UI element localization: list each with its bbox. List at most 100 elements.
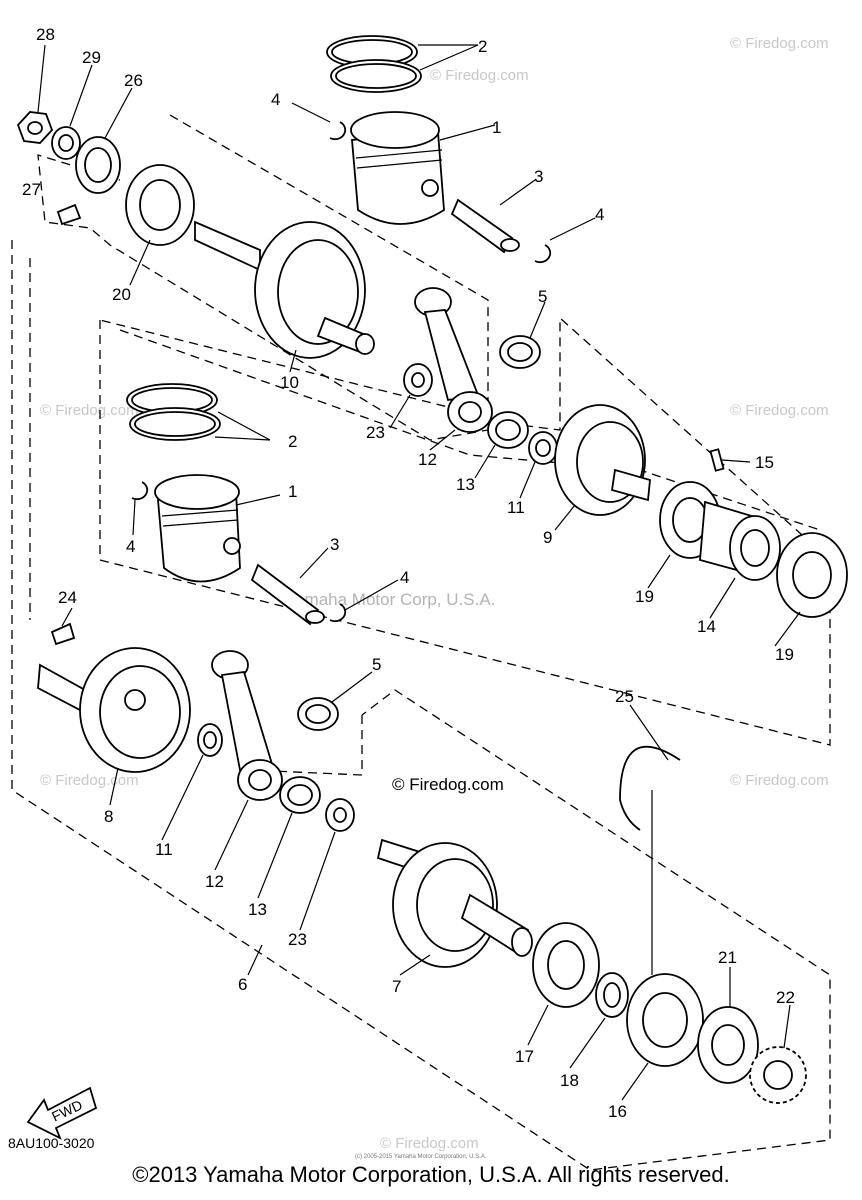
crank-half-10 [194,220,375,359]
callout-2-upper: 2 [478,37,487,56]
clip-upper-left [329,121,347,141]
callout-25: 25 [615,687,634,706]
gear-22 [749,1046,807,1104]
callout-20: 20 [112,285,131,304]
watermark-site: © Firedog.com [392,775,504,794]
clip-lower-left [131,481,149,501]
pin-15 [709,448,725,472]
callout-15: 15 [755,453,774,472]
washer-23-lower [325,798,355,832]
watermark-right: © Firedog.com [730,402,829,419]
callout-labels: 2 1 3 4 4 5 28 29 26 27 20 10 23 12 13 1… [22,25,795,1121]
callout-4-upper-right: 4 [595,205,604,224]
callout-11-lower: 11 [155,840,173,859]
frame-rod-lower [249,715,363,776]
piston-rings-lower [126,383,221,441]
tiny-copyright: (c) 2005-2015 Yamaha Motor Corporation, … [355,1154,487,1160]
clip-lower-right [329,603,347,623]
callout-2-lower: 2 [288,432,297,451]
piston-lower [154,474,241,583]
crank-half-7 [376,838,533,968]
callout-28: 28 [36,25,55,44]
watermark-top-right: © Firedog.com [730,35,829,52]
con-rod-lower [211,650,283,801]
callout-13-upper: 13 [456,475,475,494]
crank-half-9 [554,404,651,516]
callout-12-upper: 12 [418,450,437,469]
callout-26: 26 [124,71,143,90]
frame-upper-crank [37,114,489,441]
callout-5-upper: 5 [538,287,547,306]
callout-24: 24 [58,588,77,607]
callout-27: 27 [22,180,41,199]
piston-rings-upper [326,35,422,93]
callout-1-upper: 1 [492,118,501,137]
callout-7: 7 [392,977,401,996]
oil-seal-21 [697,1006,759,1084]
callout-12-lower: 12 [205,872,224,891]
washer-29 [51,126,81,160]
callout-9: 9 [543,528,552,547]
needle-bearing-upper [499,335,541,369]
watermark-top: © Firedog.com [430,67,529,84]
watermark-right-low: © Firedog.com [730,772,829,789]
watermark-center: Yamaha Motor Corp, U.S.A. [285,590,495,609]
leader-lines [37,44,801,1101]
callout-16: 16 [608,1102,627,1121]
callout-5-lower: 5 [372,655,381,674]
callout-22: 22 [776,988,795,1007]
bearing-19-b [776,532,848,618]
con-rod-upper [414,287,493,433]
callout-4-lower-right: 4 [400,568,409,587]
piston-pin-upper [450,198,520,254]
labyrinth-seal-14 [699,500,781,581]
key-24 [50,622,76,646]
footer-copyright: ©2013 Yamaha Motor Corporation, U.S.A. A… [132,1162,730,1187]
bearing-16 [626,973,704,1067]
callout-19-b: 19 [775,645,794,664]
callout-13-lower: 13 [248,900,267,919]
callout-6: 6 [238,975,247,994]
callout-3-upper: 3 [534,167,543,186]
nut-28 [16,111,54,144]
callout-18: 18 [560,1071,579,1090]
watermark-bottom: © Firedog.com [380,1135,479,1152]
bearing-20 [125,164,195,246]
oil-seal-26 [75,136,121,194]
callout-21: 21 [718,948,737,967]
watermarks: © Firedog.com © Firedog.com © Firedog.co… [40,35,829,1152]
circlip-25 [619,745,681,831]
callout-23-lower: 23 [288,930,307,949]
fwd-arrow-icon: FWD [26,1086,98,1140]
washer-11-lower [197,723,223,757]
crank-half-8 [37,647,191,773]
callout-11-upper: 11 [507,498,525,517]
callout-19-a: 19 [635,587,654,606]
callout-1-lower: 1 [288,482,297,501]
callout-17: 17 [515,1047,534,1066]
callout-29: 29 [82,48,101,67]
frame-outer-6 [11,240,831,1171]
watermark-left-low: © Firedog.com [40,772,139,789]
callout-23-upper: 23 [366,423,385,442]
washer-11-upper [528,431,558,465]
watermark-left: © Firedog.com [40,402,139,419]
clip-upper-right [534,244,552,264]
key-27 [56,203,82,226]
needle-bearing-13-lower [279,776,321,814]
diagram-code: 8AU100-3020 [8,1135,95,1151]
callout-3-lower: 3 [330,535,339,554]
callout-8: 8 [104,807,113,826]
needle-bearing-13-upper [487,411,529,449]
callout-14: 14 [697,617,716,636]
callout-4-upper-left: 4 [271,90,280,109]
washer-23-upper [403,363,433,397]
washer-18 [595,972,629,1018]
piston-upper [350,111,445,225]
callout-4-lower-left: 4 [126,537,135,556]
needle-bearing-5-lower [297,697,339,731]
piston-pin-lower [250,563,325,626]
bearing-17 [532,922,600,1008]
callout-10: 10 [280,373,299,392]
